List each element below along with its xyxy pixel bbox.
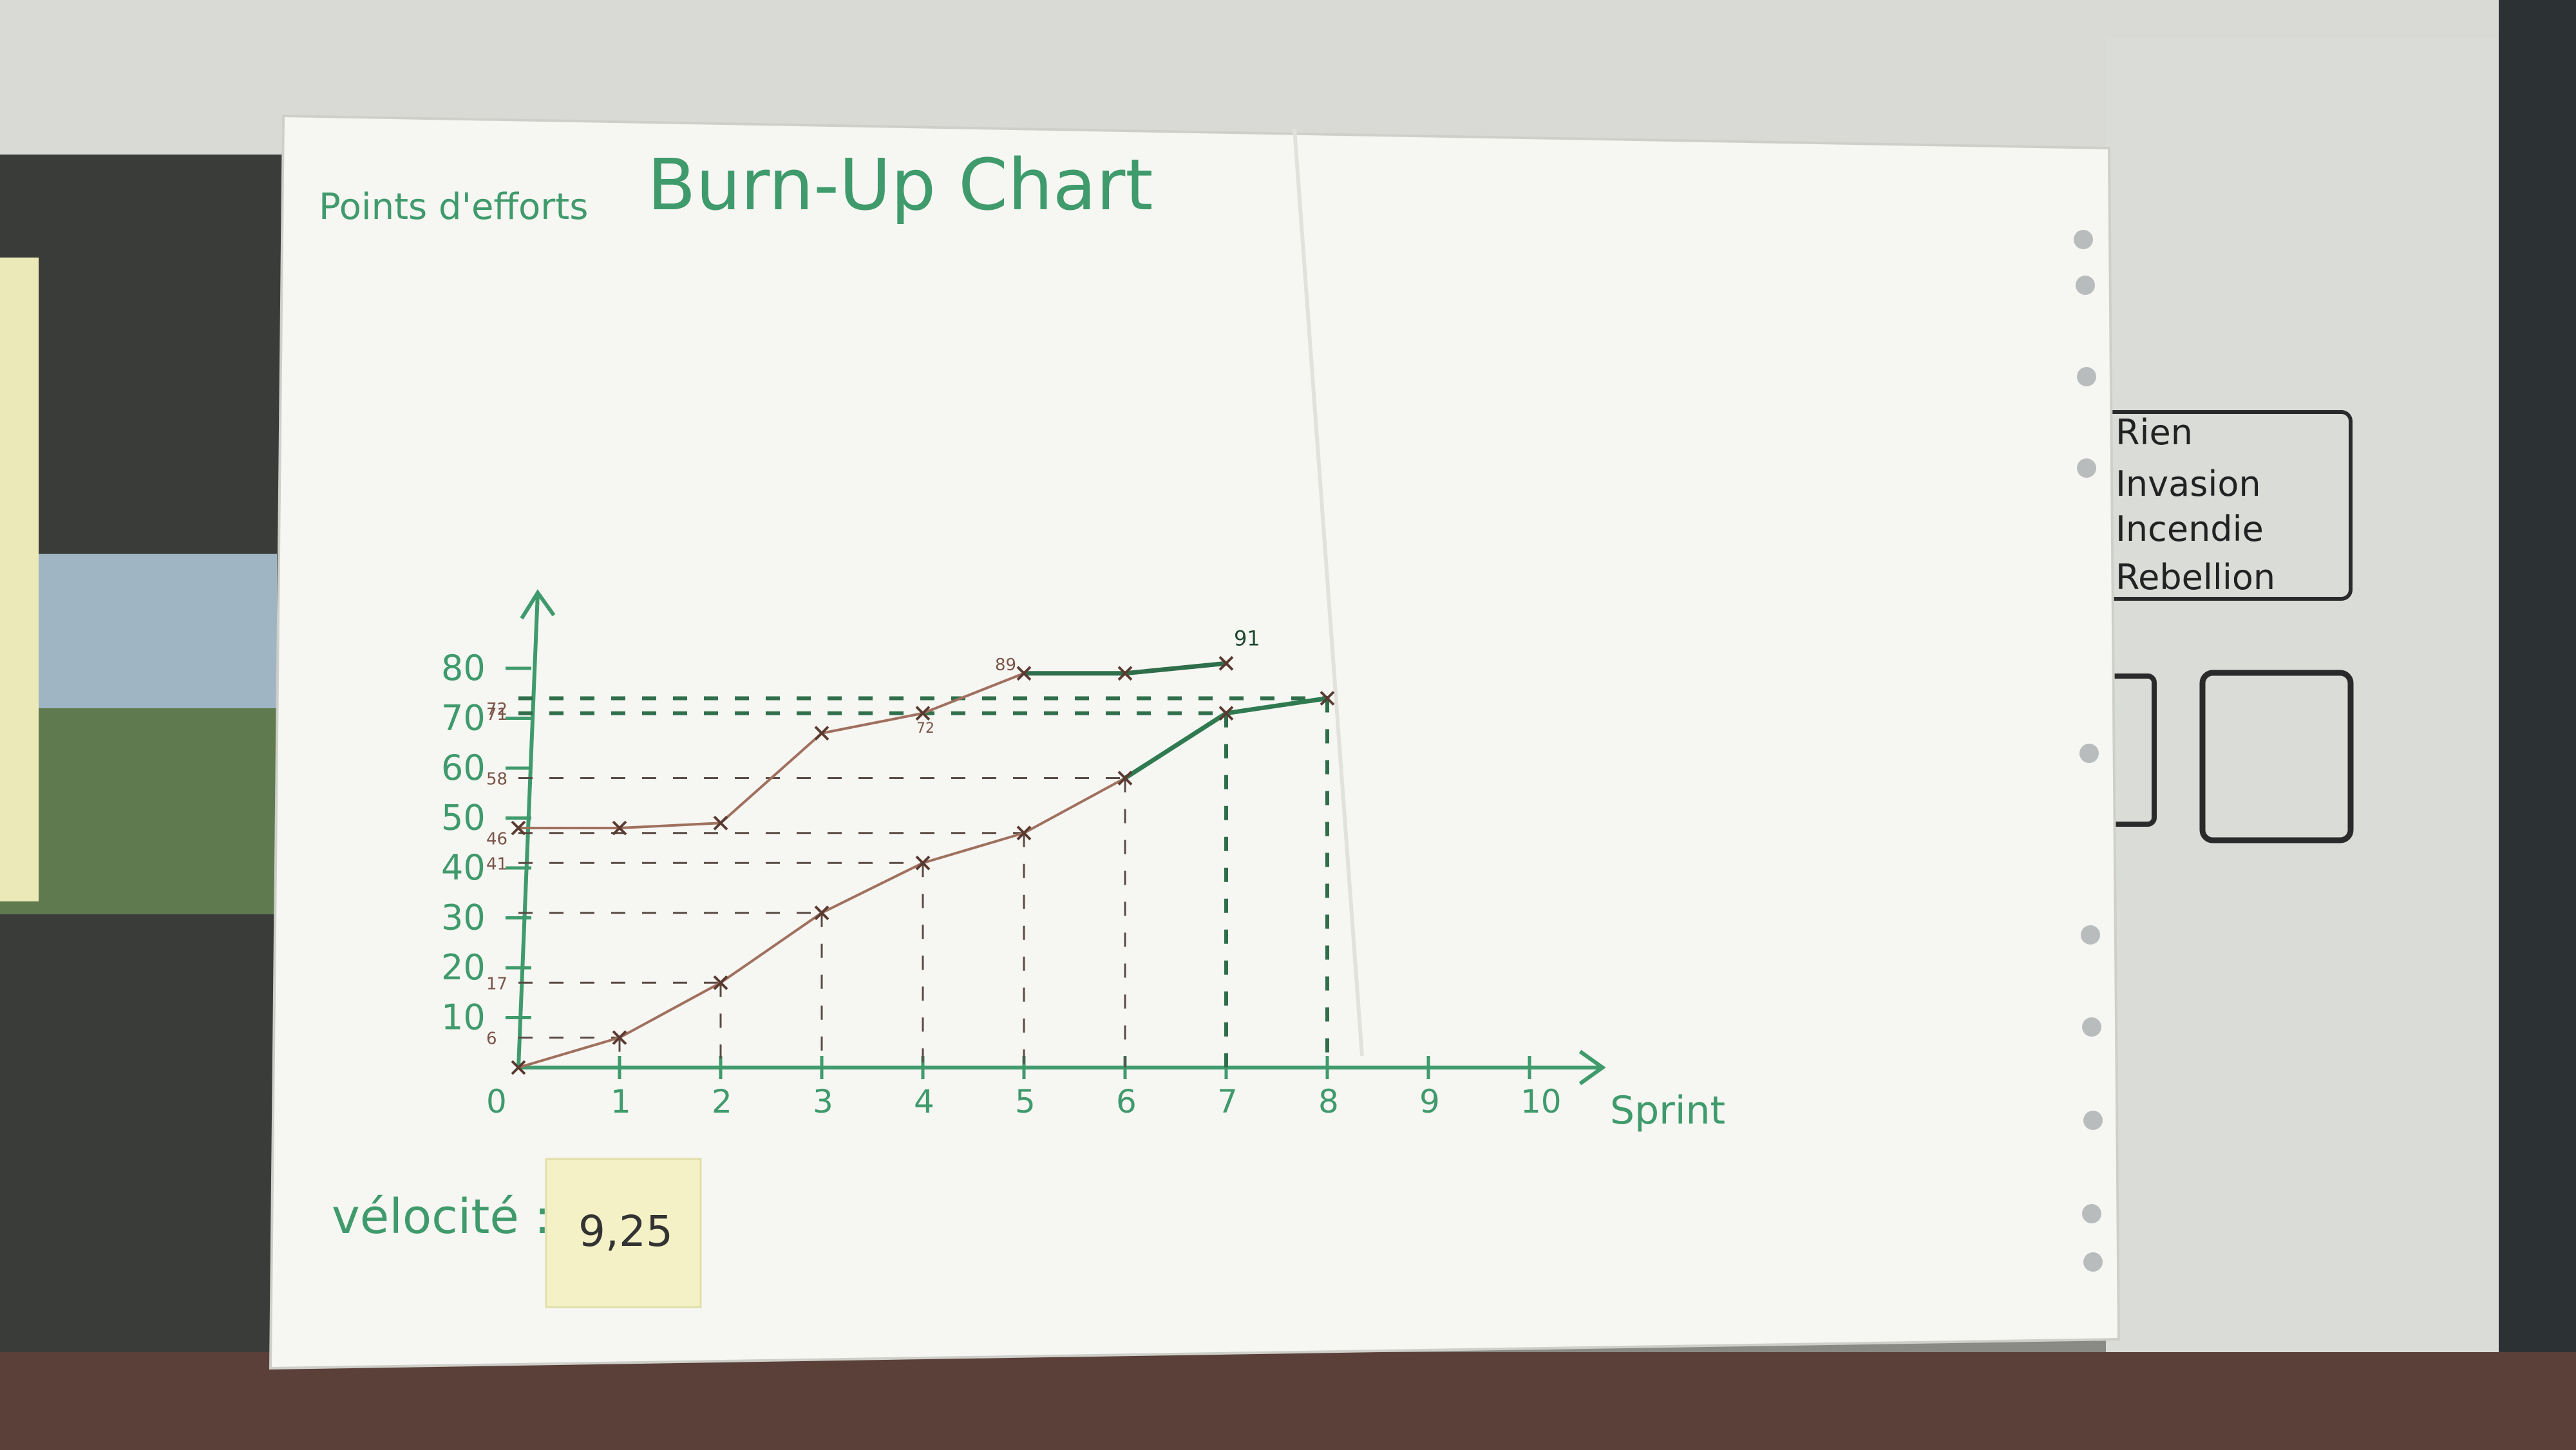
side-board-line-4: Rebellion xyxy=(2116,557,2275,598)
point-label: 89 xyxy=(995,655,1016,675)
y-annotation: 71 xyxy=(486,705,507,724)
data-point-marker xyxy=(1320,691,1335,706)
side-board-line-1: Rien xyxy=(2116,412,2193,453)
guide-lines xyxy=(518,696,1329,1068)
x-tick-label: 0 xyxy=(486,1083,507,1120)
y-tick-label: 70 xyxy=(441,698,486,739)
x-tick-label: 8 xyxy=(1318,1083,1339,1120)
x-tick-label: 5 xyxy=(1015,1083,1036,1120)
side-board-line-2: Invasion xyxy=(2116,464,2261,504)
data-point-marker xyxy=(1117,666,1133,681)
x-tick-label: 10 xyxy=(1520,1083,1562,1120)
y-tick-label: 30 xyxy=(441,898,486,938)
data-point-marker xyxy=(814,726,829,741)
data-point-marker xyxy=(713,975,728,990)
y-tick-label: 10 xyxy=(441,997,486,1038)
y-axis-line xyxy=(516,592,540,1068)
axes xyxy=(506,589,1606,1086)
y-axis-label: Points d'efforts xyxy=(319,186,588,228)
doorframe-right xyxy=(2499,0,2576,1450)
data-point-marker xyxy=(612,820,627,836)
wall-right xyxy=(2106,39,2505,1450)
window-trees xyxy=(0,708,277,914)
x-axis-label: Sprint xyxy=(1610,1088,1725,1133)
data-point-marker xyxy=(511,1060,526,1075)
paper-holes xyxy=(2074,230,2103,1272)
y-annotation: 41 xyxy=(486,854,507,874)
y-tick-label: 20 xyxy=(441,947,486,988)
point-label: 91 xyxy=(1234,626,1260,650)
y-annotation: 17 xyxy=(486,974,507,993)
data-point-marker xyxy=(511,820,526,836)
data-point-marker xyxy=(1218,706,1234,721)
series-segment xyxy=(719,731,823,825)
chart-title: Burn-Up Chart xyxy=(647,144,1153,226)
point-label: 72 xyxy=(916,720,934,737)
x-axis-arrow xyxy=(1578,1050,1606,1086)
series-segment xyxy=(922,831,1025,865)
series-layer xyxy=(511,655,1335,1075)
y-tick-label: 80 xyxy=(441,648,486,688)
y-tick-label: 60 xyxy=(441,748,486,788)
y-tick-label: 40 xyxy=(441,847,486,888)
x-tick-label: 2 xyxy=(712,1083,732,1120)
series-segment xyxy=(1023,777,1126,834)
sticky-stack-left xyxy=(0,258,39,901)
data-point-marker xyxy=(1117,771,1133,786)
floor xyxy=(0,1352,2576,1450)
paper-sheet xyxy=(269,114,2121,1370)
y-annotation: 58 xyxy=(486,770,507,789)
paper-fold xyxy=(1293,128,1364,1057)
data-point-marker xyxy=(915,855,931,871)
x-tick-label: 4 xyxy=(914,1083,934,1120)
side-board-line-3: Incendie xyxy=(2116,509,2264,549)
side-whiteboard: Rien Invasion Incendie Rebellion xyxy=(2091,410,2354,843)
x-tick-label: 9 xyxy=(1419,1083,1440,1120)
series-segment xyxy=(618,981,722,1039)
y-axis-arrow xyxy=(520,589,556,620)
data-point-marker xyxy=(1016,666,1032,681)
x-tick-label: 3 xyxy=(813,1083,833,1120)
series-segment xyxy=(618,822,722,829)
y-annotation: 46 xyxy=(486,830,507,849)
x-tick-label: 6 xyxy=(1116,1083,1137,1120)
series-segment xyxy=(1122,711,1229,780)
series-segment xyxy=(517,1036,621,1069)
velocity-value: 9,25 xyxy=(578,1207,673,1256)
series-segment xyxy=(922,672,1025,715)
y-annotation: 6 xyxy=(486,1030,497,1049)
data-point-marker xyxy=(1016,825,1032,841)
data-point-marker xyxy=(713,815,728,831)
x-tick-label: 7 xyxy=(1217,1083,1238,1120)
series-segment xyxy=(820,862,924,914)
x-tick-label: 1 xyxy=(611,1083,631,1120)
series-segment xyxy=(719,911,823,984)
velocity-sticky: 9,25 xyxy=(545,1158,702,1308)
data-point-marker xyxy=(612,1030,627,1045)
y-tick-label: 50 xyxy=(441,798,486,838)
side-board-box-2 xyxy=(2199,670,2354,843)
series-segment xyxy=(820,711,924,735)
velocity-sticky-note xyxy=(545,1158,702,1308)
series-segment xyxy=(1122,661,1229,676)
data-point-marker xyxy=(814,905,829,921)
data-point-marker xyxy=(1218,655,1234,671)
data-point-marker xyxy=(915,706,931,721)
series-segment xyxy=(1224,696,1330,716)
velocity-label: vélocité : xyxy=(332,1189,550,1245)
y-annotation: 72 xyxy=(486,700,507,719)
